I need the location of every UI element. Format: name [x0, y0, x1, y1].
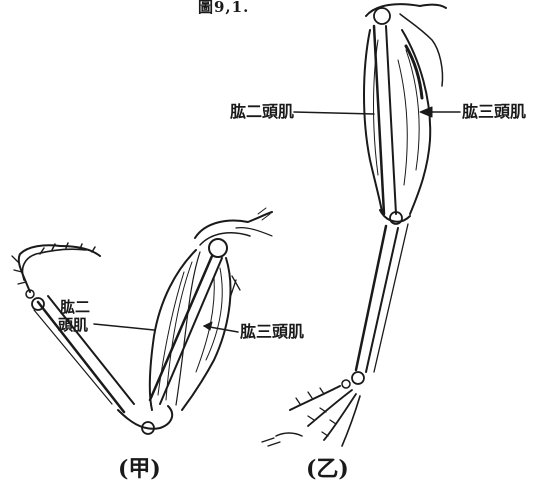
figure-a-triceps-label: 肱三頭肌	[240, 324, 304, 340]
figure-b-caption: (乙)	[306, 458, 349, 480]
shoulder-joint-b	[374, 8, 390, 24]
figure-a-caption: (甲)	[118, 458, 161, 480]
arrowhead	[420, 107, 432, 117]
figure-a-biceps-leader	[94, 324, 154, 330]
figure-title: 圖9,1.	[198, 0, 249, 15]
figure-a-biceps-label-line1: 肱二	[60, 300, 90, 315]
arrowhead	[204, 322, 212, 330]
figure-a-biceps-label-line2: 頭肌	[58, 318, 88, 333]
figure-b-triceps-label: 肱三頭肌	[462, 104, 526, 120]
figure-b-biceps-label: 肱二頭肌	[230, 104, 294, 120]
shoulder-joint	[209, 239, 227, 257]
figure-a-drawing	[12, 208, 272, 434]
figure-b-biceps-leader	[294, 112, 374, 114]
figure-b-drawing	[262, 4, 446, 446]
